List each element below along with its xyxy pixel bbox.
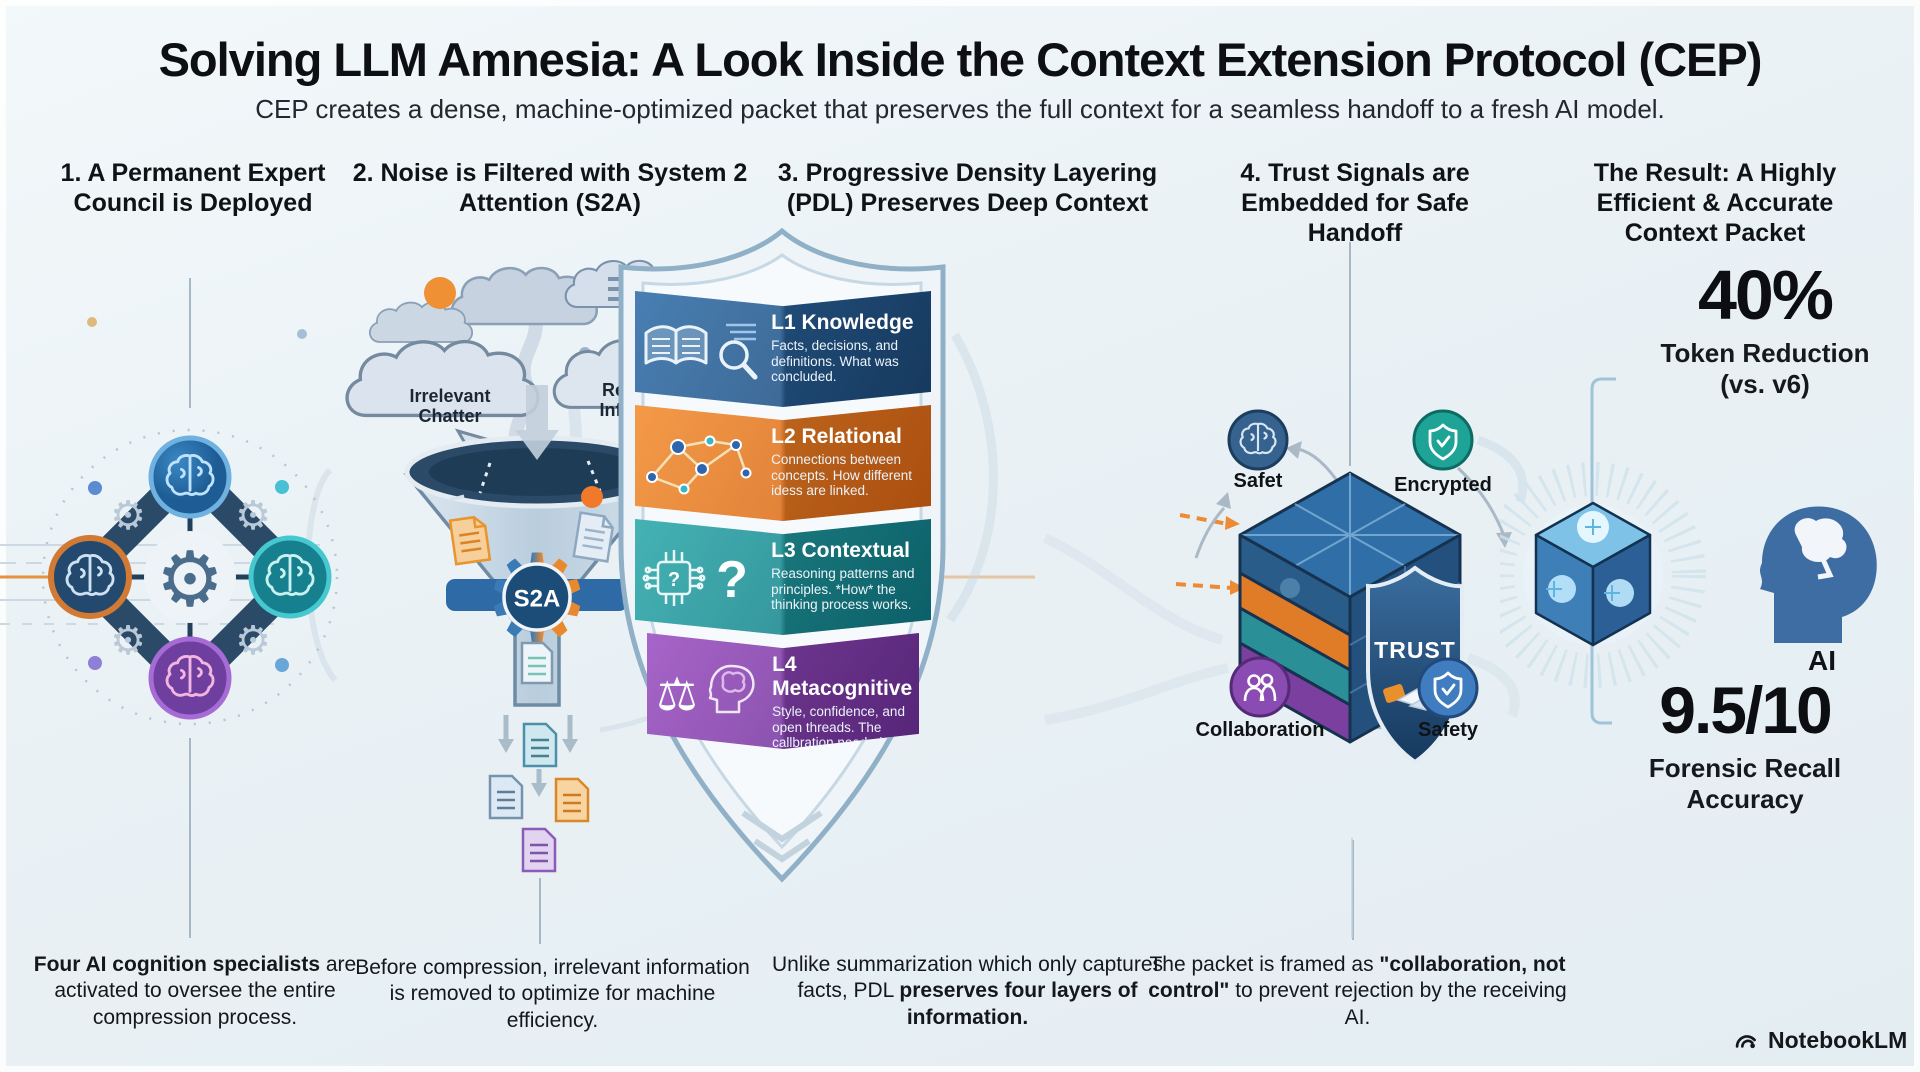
s2a-gear-label: S2A <box>514 586 561 613</box>
big-question-mark: ? <box>716 551 748 609</box>
mini-gear-icon: ⚙ <box>235 494 271 538</box>
council-ring <box>83 470 297 684</box>
document-icon-blue <box>572 511 614 563</box>
people-icon <box>1243 673 1277 702</box>
layer-title: L2 Relational <box>771 425 902 448</box>
scales-and-head-icons: ⚖ <box>647 647 767 737</box>
mini-gear-icon: ⚙ <box>235 619 271 663</box>
notebooklm-icon <box>1735 1035 1756 1049</box>
caption-text: to prevent rejection by the receiving AI… <box>1229 979 1567 1029</box>
stat-label: Forensic Recall Accuracy <box>1648 753 1842 815</box>
signal-label-encrypted: Encrypted <box>1394 474 1492 496</box>
expert-council-illustration: ⚙ ⚙ ⚙ ⚙ ⚙ <box>35 420 345 740</box>
document-icon-stem <box>520 641 554 685</box>
step4-heading: 4. Trust Signals are Embedded for Safe H… <box>1240 159 1470 247</box>
document-icon-purple <box>521 827 557 873</box>
mini-gear-icon: ⚙ <box>110 494 146 538</box>
result-heading: The Result: A Highly Efficient & Accurat… <box>1593 159 1837 247</box>
layer-l4-metacognitive: ⚖ L4 Metacognitive Style, confidence, an… <box>647 633 919 749</box>
caption-text: Unlike summarization which only captures… <box>772 953 1163 1003</box>
stat-value: 9.5/10 <box>1659 673 1833 747</box>
book-and-magnifier-icons <box>635 305 765 395</box>
connector-line <box>539 878 541 944</box>
layer-desc: Facts, decisions, and definitions. What … <box>771 338 899 385</box>
magnifier-icon <box>718 340 758 380</box>
stat-value: 40% <box>1697 256 1834 334</box>
ai-label: AI <box>1808 645 1836 676</box>
chip-question-icons: ? ? <box>635 533 765 623</box>
step3-heading: 3. Progressive Density Layering (PDL) Pr… <box>777 159 1158 217</box>
connector-line <box>189 738 191 938</box>
glowing-context-cube <box>1500 462 1706 688</box>
step1-heading: 1. A Permanent Expert Council is Deploye… <box>60 159 326 217</box>
mini-gear-icon: ⚙ <box>110 619 146 663</box>
trust-handoff-illustration: TRUST <box>990 238 1530 948</box>
cloud-label-irrelevant: Irrelevant Chatter <box>409 386 491 426</box>
results-column: 40% Token Reduction (vs. v6) AI 9.5/10 F… <box>1500 245 1920 965</box>
brand-label: NotebookLM <box>1768 1026 1908 1053</box>
step4-caption: The packet is framed as "collaboration, … <box>1135 952 1580 1031</box>
forensic-recall-stat: 9.5/10 Forensic Recall Accuracy <box>1580 677 1910 815</box>
token-reduction-stat: 40% Token Reduction (vs. v6) <box>1620 260 1910 400</box>
specialist-blue-brain <box>148 435 232 519</box>
chip-question-mark: ? <box>668 569 680 591</box>
layer-l2-relational: L2 Relational Connections between concep… <box>635 405 931 521</box>
ai-head-icon <box>1760 506 1877 643</box>
encrypted-circle <box>1412 409 1474 471</box>
caption-text: Before compression, irrelevant informati… <box>355 956 750 1032</box>
document-icon-lightblue <box>488 774 524 820</box>
caption-bold: Four AI cognition specialists <box>33 953 321 976</box>
layer-desc: Connections between concepts. How differ… <box>771 452 912 499</box>
orange-flow-arrows <box>1175 513 1245 595</box>
specialist-orange-brain <box>48 535 132 619</box>
signal-label-safety: Safety <box>1417 719 1479 741</box>
stat-label: Token Reduction <box>1660 338 1870 368</box>
caption-text: are activated to oversee the entire comp… <box>54 953 357 1029</box>
dashed-orbit <box>41 428 339 726</box>
collaboration-circle <box>1229 656 1291 718</box>
signal-label-safet: Safet <box>1233 470 1283 492</box>
filter-output-arrows <box>498 715 578 797</box>
layer-l1-knowledge: L1 Knowledge Facts, decisions, and defin… <box>635 291 931 407</box>
safety-circle <box>1417 657 1479 719</box>
document-icon-teal <box>522 722 558 768</box>
page-subtitle: CEP creates a dense, machine-optimized p… <box>255 94 1665 124</box>
layer-desc: Reasoning patterns and principles. *How*… <box>771 566 915 613</box>
document-icon-orange2 <box>554 777 590 823</box>
safet-circle <box>1227 409 1289 471</box>
specialist-teal-brain <box>248 535 332 619</box>
layer-title: L1 Knowledge <box>771 311 914 334</box>
central-gear-icon: ⚙ <box>156 538 224 623</box>
step1-caption: Four AI cognition specialists are activa… <box>25 952 365 1031</box>
page-title: Solving LLM Amnesia: A Look Inside the C… <box>158 33 1763 86</box>
step3-caption: Unlike summarization which only captures… <box>765 952 1170 1031</box>
layer-title: L4 Metacognitive <box>772 653 913 700</box>
scales-icon: ⚖ <box>656 668 697 720</box>
caption-bold: "collaboration, not control" <box>1148 953 1566 1003</box>
layer-l3-contextual: ? ? L3 Contextual Reasoning patterns and… <box>635 519 931 635</box>
head-brain-icon <box>708 664 755 714</box>
network-icon <box>635 419 765 509</box>
step2-caption: Before compression, irrelevant informati… <box>355 955 750 1034</box>
connector-line <box>189 278 191 408</box>
specialist-purple-brain <box>148 636 232 720</box>
document-icon-orange <box>448 515 492 566</box>
caption-text: The packet is framed as <box>1149 953 1380 976</box>
signal-label-collaboration: Collaboration <box>1195 719 1325 741</box>
down-arrow <box>515 385 559 460</box>
caption-bold: preserves four layers of information. <box>899 979 1138 1029</box>
stat-sublabel: (vs. v6) <box>1720 369 1810 400</box>
notebooklm-brand: NotebookLM <box>1733 1026 1907 1054</box>
step2-heading: 2. Noise is Filtered with System 2 Atten… <box>352 159 748 217</box>
pdl-shield: L1 Knowledge Facts, decisions, and defin… <box>595 225 970 915</box>
layer-title: L3 Contextual <box>771 539 911 562</box>
book-icon <box>644 325 708 365</box>
